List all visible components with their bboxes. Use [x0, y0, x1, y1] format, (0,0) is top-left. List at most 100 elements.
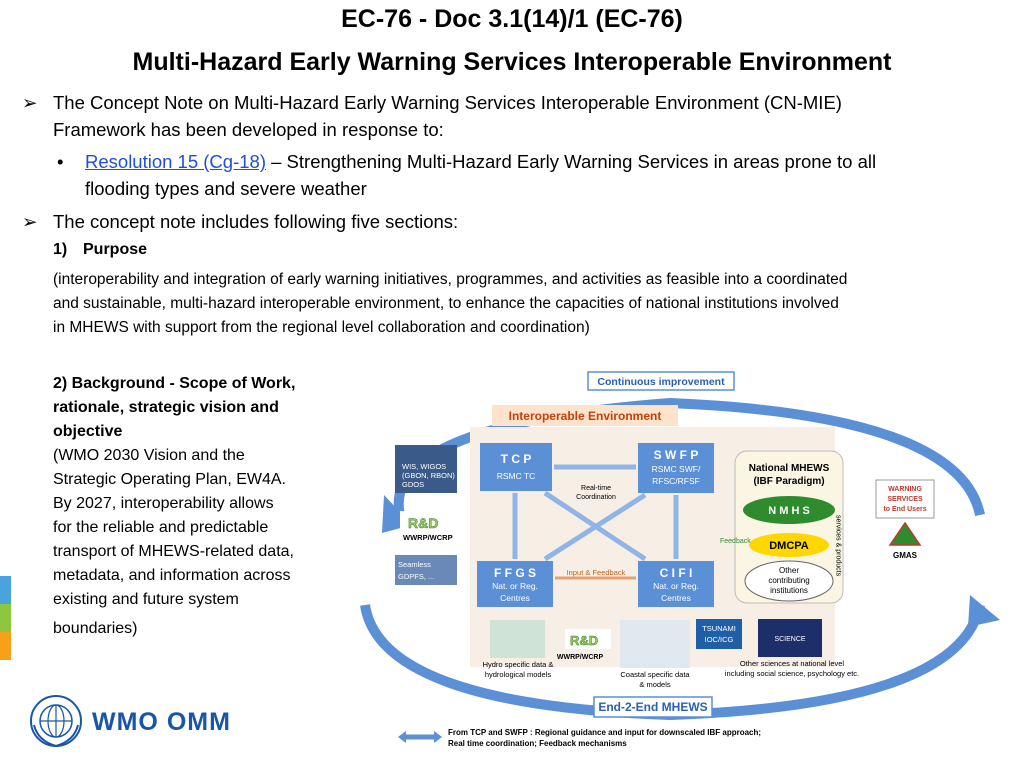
side-bar-orange — [0, 632, 11, 660]
section-2-line: transport of MHEWS-related data, — [53, 543, 294, 560]
gmas-label: GMAS — [893, 551, 918, 560]
warning-triangle-icon — [888, 521, 922, 546]
dmcpa-ellipse — [749, 533, 829, 557]
other-institutions-ellipse — [744, 560, 834, 602]
ffgs-box — [477, 561, 553, 607]
section-2-title-line-3: objective — [53, 423, 123, 440]
sub-bullet-line-2: flooding types and severe weather — [85, 178, 367, 199]
cifi-sub-2: Centres — [661, 593, 691, 603]
other-sciences-label-1: Other sciences at national level — [740, 659, 845, 668]
seamless-label: Seamless — [398, 560, 431, 569]
science-image — [758, 619, 822, 657]
ffgs-label: F F G S — [494, 566, 536, 580]
ibf-label: (IBF Paradigm) — [753, 476, 824, 487]
dmcpa-label: DMCPA — [769, 540, 809, 552]
arrow-bullet-icon: ➢ — [22, 92, 38, 113]
section-2-title-line-1: 2) Background - Scope of Work, — [53, 375, 296, 392]
cifi-label: C I F I — [660, 566, 693, 580]
gdpfs-label: GDPFS, ... — [398, 572, 434, 581]
cycle-arrowhead-right — [968, 595, 1000, 627]
seamless-image — [395, 555, 457, 585]
title-line-2: Multi-Hazard Early Warning Services Inte… — [132, 48, 892, 76]
section-1-line-1: (interoperability and integration of ear… — [53, 271, 848, 288]
bullet-1-line-2: Framework has been developed in response… — [53, 119, 444, 140]
other-label-3: institutions — [770, 586, 808, 595]
section-2-line: for the reliable and predictable — [53, 519, 269, 536]
feedback-label: Feedback — [720, 538, 751, 545]
wis-label: WIS, WIGOS — [402, 462, 446, 471]
coastal-image — [620, 620, 690, 668]
other-label-2: contributing — [768, 576, 809, 585]
cifi-sub-1: Nat. or Reg. — [653, 581, 699, 591]
legend-line-2: Real time coordination; Feedback mechani… — [448, 739, 627, 748]
legend-line-1: From TCP and SWFP : Regional guidance an… — [448, 728, 761, 737]
coastal-label-2: & models — [639, 680, 671, 689]
wmo-logo-text: WMO OMM — [92, 708, 231, 736]
realtime-label-1: Real-time — [581, 485, 611, 492]
arrow-cross-2 — [543, 492, 647, 562]
swfp-label: S W F P — [654, 448, 699, 462]
coastal-label-1: Coastal specific data — [620, 670, 690, 679]
bullet-2: The concept note includes following five… — [53, 211, 459, 232]
section-2-line: By 2027, interoperability allows — [53, 495, 274, 512]
interoperable-label-box — [492, 405, 678, 426]
side-bar-blue — [0, 576, 11, 604]
ffgs-sub-1: Nat. or Reg. — [492, 581, 538, 591]
swfp-box — [638, 443, 714, 493]
resolution-link[interactable]: Resolution 15 (Cg-18) — [85, 151, 266, 172]
section-1-number: 1) — [53, 241, 68, 258]
other-sciences-label-2: including social science, psychology etc… — [725, 669, 859, 678]
wis-image — [395, 445, 457, 493]
nmhs-ellipse — [743, 496, 835, 524]
tsunami-label-1: TSUNAMI — [702, 624, 736, 633]
warning-label-1: WARNING — [888, 486, 922, 493]
tsunami-label-2: IOC/ICG — [705, 635, 734, 644]
other-label-1: Other — [779, 566, 799, 575]
rd-label-left: R&D — [408, 515, 438, 531]
swfp-sub-2: RFSC/RFSF — [652, 476, 700, 486]
rd-box-bottom — [565, 629, 611, 649]
wwrp-label-left: WWRP/WCRP — [403, 533, 453, 542]
warning-label-3: to End Users — [883, 506, 926, 513]
section-2-title-line-2: rationale, strategic vision and — [53, 399, 279, 416]
section-2-line: (WMO 2030 Vision and the — [53, 447, 245, 464]
section-2-line: existing and future system — [53, 591, 239, 608]
dot-bullet-icon: • — [57, 151, 64, 172]
rd-box-left — [400, 511, 452, 533]
hydro-image — [490, 620, 545, 658]
warning-services-box — [875, 479, 935, 519]
section-2-line: metadata, and information across — [53, 567, 291, 584]
sub-bullet-line-1: Resolution 15 (Cg-18) – Strengthening Mu… — [85, 149, 876, 174]
national-mhews-label: National MHEWS — [749, 463, 830, 474]
cifi-box — [638, 561, 714, 607]
title-line-1: EC-76 - Doc 3.1(14)/1 (EC-76) — [341, 5, 683, 33]
hydro-label-1: Hydro specific data & — [483, 660, 554, 669]
tcp-label: T C P — [501, 452, 532, 466]
hydro-label-2: hydrological models — [485, 670, 552, 679]
continuous-improvement-box — [587, 371, 735, 391]
section-2-body: (WMO 2030 Vision and the Strategic Opera… — [53, 444, 294, 641]
services-products-label: services & products — [835, 515, 842, 577]
gbon-label: (GBON, RBON) — [402, 471, 455, 480]
side-bar-green — [0, 604, 11, 632]
section-1-line-2: and sustainable, multi-hazard interopera… — [53, 295, 839, 312]
section-1-line-3: in MHEWS with support from the regional … — [53, 319, 590, 336]
sub-bullet-text: – Strengthening Multi-Hazard Early Warni… — [265, 151, 877, 172]
continuous-improvement-label: Continuous improvement — [597, 376, 725, 388]
section-2-line: Strategic Operating Plan, EW4A. — [53, 471, 286, 488]
wwrp-label-bottom: WWRP/WCRP — [557, 654, 604, 661]
end2end-label: End-2-End MHEWS — [598, 700, 707, 714]
gdos-label: GDOS — [402, 480, 424, 489]
tcp-box — [480, 443, 552, 491]
science-label: SCIENCE — [774, 636, 805, 643]
bullet-1-line-1: The Concept Note on Multi-Hazard Early W… — [53, 92, 842, 113]
warning-label-2: SERVICES — [887, 496, 923, 503]
realtime-label-2: Coordination — [576, 494, 616, 501]
section-2-line: boundaries) — [53, 620, 138, 637]
swfp-sub-1: RSMC SWF/ — [652, 464, 701, 474]
tsunami-box — [696, 619, 742, 649]
wmo-logo-icon — [28, 693, 84, 749]
nmhs-label: N M H S — [768, 505, 810, 517]
interoperable-label: Interoperable Environment — [509, 409, 662, 423]
section-1-title: Purpose — [83, 241, 148, 258]
